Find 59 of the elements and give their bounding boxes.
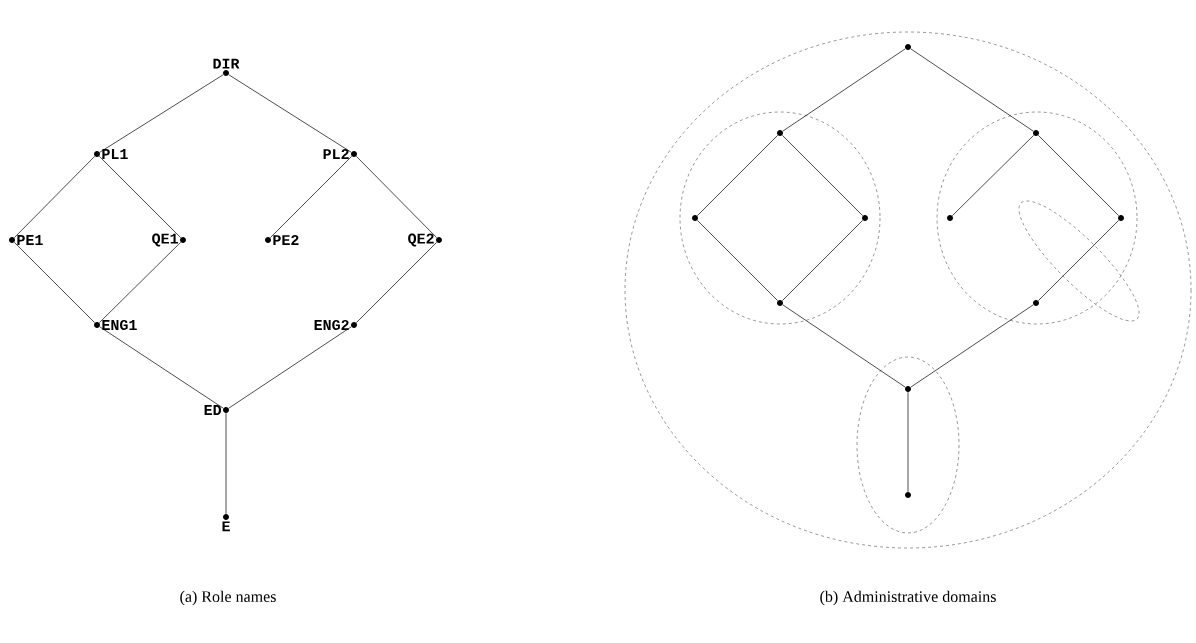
line <box>355 155 438 239</box>
point <box>692 215 698 221</box>
node-label: ENG2 <box>314 319 349 331</box>
line <box>1037 134 1120 217</box>
line <box>225 412 227 515</box>
point <box>1033 130 1039 136</box>
point <box>1118 215 1124 221</box>
point <box>905 44 911 50</box>
line <box>99 326 224 409</box>
labeled-point: ED <box>204 405 229 415</box>
point <box>777 300 783 306</box>
point <box>1033 300 1039 306</box>
labeled-point: ENG1 <box>94 319 137 331</box>
line <box>907 391 909 493</box>
labeled-point: PL1 <box>94 149 128 159</box>
line <box>782 304 906 388</box>
line <box>269 155 353 239</box>
line <box>781 219 864 302</box>
line <box>951 134 1035 217</box>
node-label: PL1 <box>102 149 128 159</box>
node-label: QE2 <box>408 233 434 247</box>
line <box>910 48 1034 132</box>
labeled-point: DIR <box>213 58 240 76</box>
labeled-point: QE2 <box>408 233 442 247</box>
point <box>905 492 911 498</box>
line <box>228 74 352 153</box>
labeled-point: ENG2 <box>314 319 357 331</box>
node-label: PE1 <box>17 235 43 245</box>
point <box>905 386 911 392</box>
node-label: PE2 <box>273 234 299 246</box>
labeled-point: E <box>222 514 230 532</box>
line <box>13 155 96 239</box>
point <box>777 130 783 136</box>
line <box>98 241 182 324</box>
line <box>696 219 779 302</box>
node-label: ENG1 <box>102 319 137 331</box>
line <box>1037 219 1120 302</box>
labeled-point: QE1 <box>152 233 186 247</box>
line <box>782 48 906 132</box>
line <box>355 241 438 324</box>
line <box>98 155 182 239</box>
line <box>781 134 864 217</box>
labeled-point: PE2 <box>265 235 299 245</box>
node-label: PL2 <box>323 148 349 160</box>
point <box>947 215 953 221</box>
line <box>228 326 352 409</box>
labeled-point: PL2 <box>323 149 357 159</box>
caption: (b) Administrative domains <box>820 590 996 606</box>
caption: (a) Role names <box>180 590 276 606</box>
node-label: DIR <box>213 58 240 69</box>
node-label: ED <box>204 405 222 415</box>
line <box>696 134 779 217</box>
line <box>99 74 224 153</box>
line <box>910 304 1034 388</box>
line <box>13 241 96 324</box>
point <box>862 215 868 221</box>
node-label: QE1 <box>152 233 178 247</box>
node-label: E <box>222 521 230 532</box>
labeled-point: PE1 <box>9 235 43 245</box>
